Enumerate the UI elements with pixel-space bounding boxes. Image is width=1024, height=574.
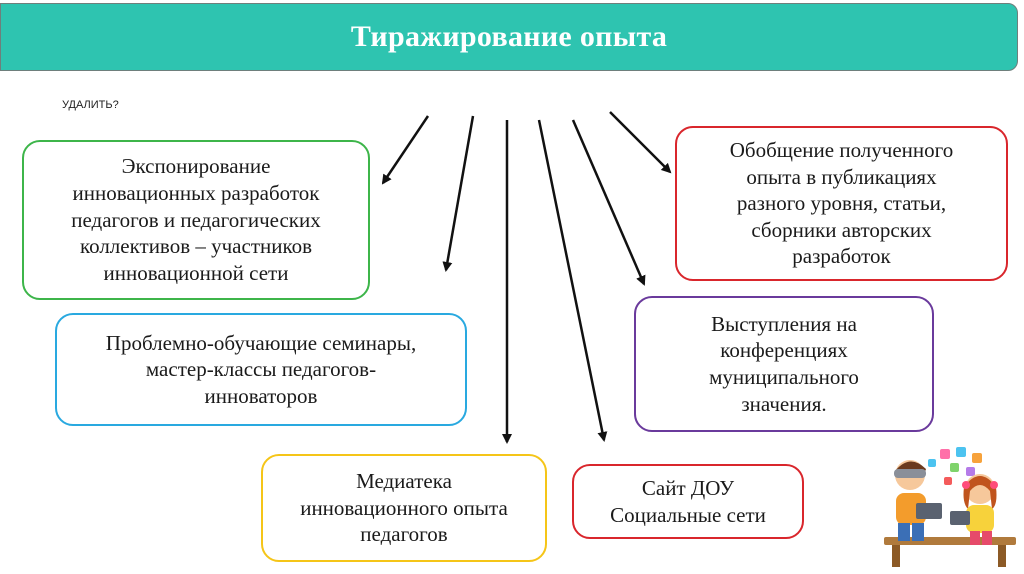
arrow-to-exposition [383,116,428,183]
box-site: Сайт ДОУ Социальные сети [572,464,804,539]
arrow-to-publications [610,112,670,172]
box-publications: Обобщение полученного опыта в публикация… [675,126,1008,281]
children-illustration [880,445,1020,569]
box-conferences: Выступления на конференциях муниципально… [634,296,934,432]
box-mediateka: Медиатека инновационного опыта педагогов [261,454,547,562]
arrow-to-seminars [446,116,473,270]
box-seminars: Проблемно-обучающие семинары, мастер-кла… [55,313,467,426]
arrow-to-conferences [573,120,644,284]
box-exposition: Экспонирование инновационных разработок … [22,140,370,300]
